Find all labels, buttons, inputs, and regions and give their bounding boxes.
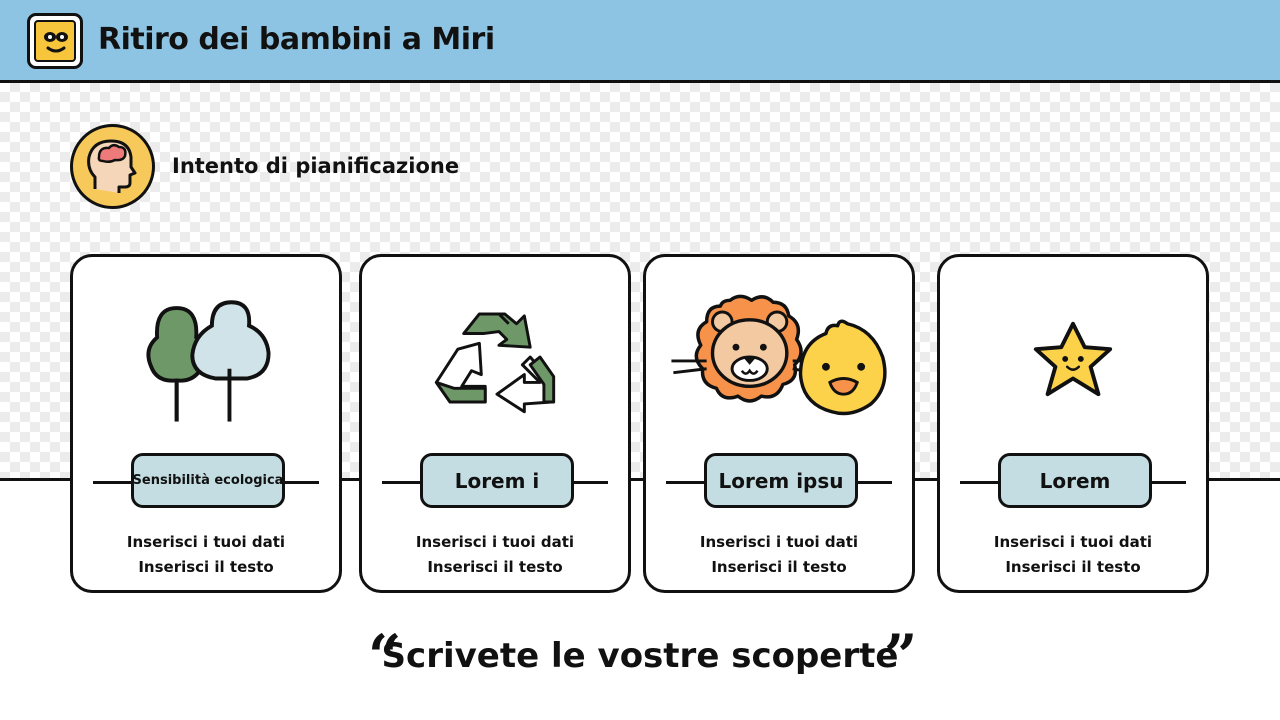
page-title: Ritiro dei bambini a Miri	[98, 22, 495, 57]
card-text-line1: Inserisci i tuoi dati	[993, 533, 1153, 551]
open-quote-icon: “	[368, 622, 402, 690]
card-recycle: Lorem i Inserisci i tuoi dati Inserisci …	[359, 254, 631, 593]
card-label: Lorem i	[420, 453, 574, 508]
card-label: Lorem	[998, 453, 1152, 508]
card-text-line2: Inserisci il testo	[711, 558, 847, 576]
card-label: Sensibilità ecologica	[131, 453, 285, 508]
card-animals: Lorem ipsu Inserisci i tuoi dati Inseris…	[643, 254, 915, 593]
card-star: Lorem Inserisci i tuoi dati Inserisci il…	[937, 254, 1209, 593]
card-text-line1: Inserisci i tuoi dati	[126, 533, 286, 551]
card-text-line2: Inserisci il testo	[427, 558, 563, 576]
head-brain-icon	[70, 124, 155, 209]
trees-icon	[146, 300, 271, 422]
smiley-face-icon	[27, 13, 83, 69]
card-label: Lorem ipsu	[704, 453, 858, 508]
quote-text: Scrivete le vostre scoperte	[381, 636, 899, 676]
recycle-icon	[434, 312, 556, 414]
card-text-line2: Inserisci il testo	[1005, 558, 1141, 576]
card-ecology: Sensibilità ecologica Inserisci i tuoi d…	[70, 254, 342, 593]
card-text-line1: Inserisci i tuoi dati	[415, 533, 575, 551]
divider-line	[0, 478, 1280, 481]
section-title: Intento di pianificazione	[172, 154, 460, 178]
header-bar: Ritiro dei bambini a Miri	[0, 0, 1280, 83]
star-icon	[1033, 321, 1113, 397]
card-text-line2: Inserisci il testo	[138, 558, 274, 576]
close-quote-icon: ”	[884, 622, 918, 690]
card-text-line1: Inserisci i tuoi dati	[699, 533, 859, 551]
lion-and-chick-icon	[671, 294, 887, 416]
